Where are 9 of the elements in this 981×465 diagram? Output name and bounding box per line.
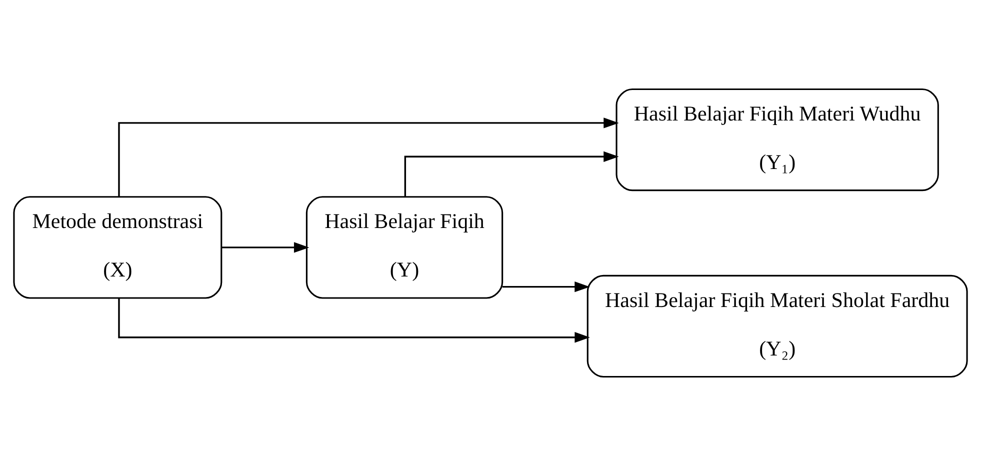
node-box: Hasil Belajar Fiqih Materi Wudhu (Y₁) (616, 88, 939, 191)
arrow (222, 242, 310, 252)
node-box: Hasil Belajar Fiqih Materi Sholat Fardhu (Y₂) (586, 274, 968, 378)
node-box: Metode demonstrasi (X) (13, 196, 222, 298)
arrow (404, 150, 619, 196)
node-box: Hasil Belajar Fiqih (Y) (306, 196, 504, 298)
arrow (118, 298, 590, 342)
arrow (118, 117, 619, 196)
arrow (502, 280, 590, 292)
